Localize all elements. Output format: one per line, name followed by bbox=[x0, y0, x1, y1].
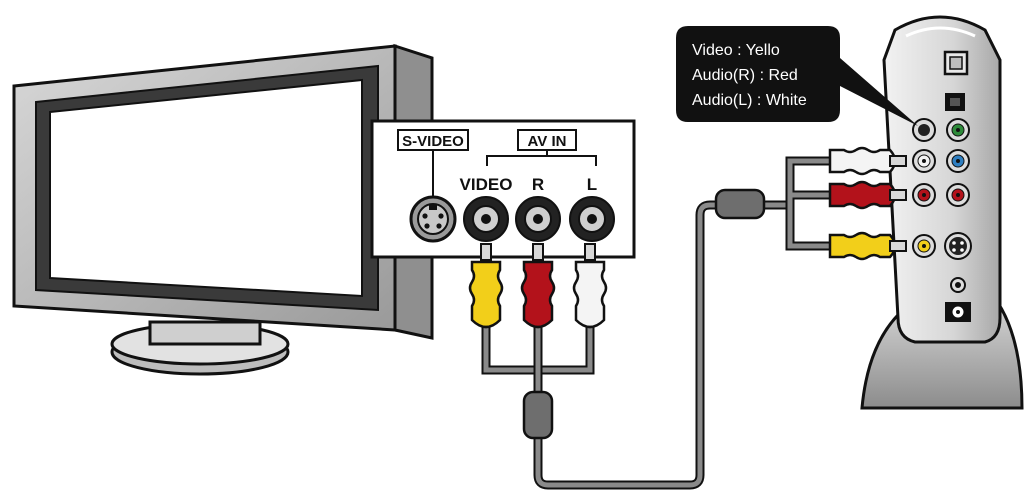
device-body bbox=[882, 15, 1002, 344]
device-side-plugs bbox=[828, 146, 907, 261]
device-jack-row-2 bbox=[912, 149, 970, 173]
white-plug-device bbox=[828, 146, 907, 176]
tv-stand-neck bbox=[148, 320, 262, 346]
television bbox=[12, 43, 434, 376]
l-jack-label: L bbox=[587, 175, 597, 194]
video-jack-label: VIDEO bbox=[460, 175, 513, 194]
tv-screen bbox=[49, 78, 363, 298]
usb-port bbox=[943, 50, 969, 76]
yellow-plug-device bbox=[828, 231, 907, 261]
svideo-jack bbox=[409, 195, 457, 243]
tv-side-plugs bbox=[468, 243, 608, 329]
red-plug-device bbox=[828, 180, 907, 210]
device-jack-row-4 bbox=[912, 232, 972, 260]
callout-line-audio-r: Audio(R) : Red bbox=[692, 67, 798, 84]
callout-line-audio-l: Audio(L) : White bbox=[692, 92, 807, 109]
tv-video-jack bbox=[463, 196, 509, 242]
power-port bbox=[945, 302, 971, 322]
avin-label: AV IN bbox=[528, 133, 567, 150]
media-device bbox=[860, 15, 1024, 410]
red-plug-tv bbox=[520, 243, 556, 329]
ferrite-core-lower bbox=[522, 390, 554, 440]
device-jack-row-3 bbox=[912, 183, 970, 207]
color-legend-callout: Video : Yello Audio(R) : Red Audio(L) : … bbox=[676, 26, 918, 126]
svideo-label: S-VIDEO bbox=[402, 133, 464, 150]
ferrite-core-upper bbox=[714, 188, 766, 220]
r-jack-label: R bbox=[532, 175, 544, 194]
tv-audio-r-jack bbox=[515, 196, 561, 242]
white-plug-tv bbox=[572, 243, 608, 329]
tv-audio-l-jack bbox=[569, 196, 615, 242]
headphone-jack bbox=[950, 277, 966, 293]
callout-line-video: Video : Yello bbox=[692, 42, 780, 59]
device-jack-row-1 bbox=[912, 118, 970, 142]
yellow-plug-tv bbox=[468, 243, 504, 329]
tv-input-panel: S-VIDEO AV IN VIDEO R L bbox=[370, 119, 636, 259]
